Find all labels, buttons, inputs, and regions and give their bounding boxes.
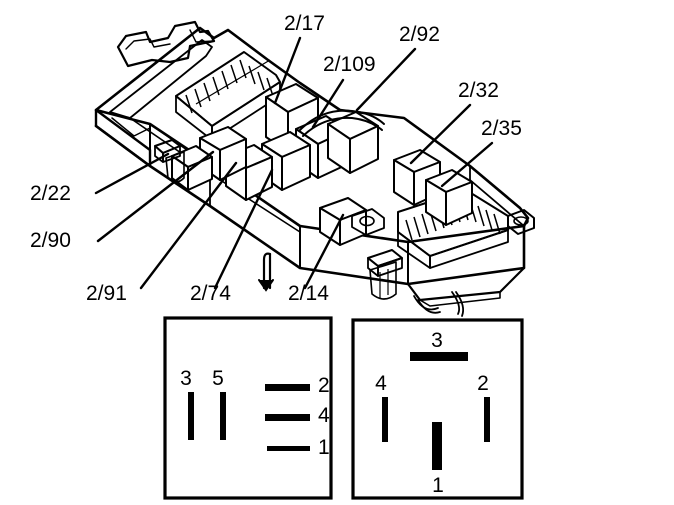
- callout-label-2-22: 2/22: [30, 182, 71, 205]
- screw-boss-centre: [351, 208, 385, 236]
- leader-line-2-22: [94, 152, 170, 195]
- housing-bottom-skirt: [406, 266, 526, 302]
- relay-pin-label: 5: [212, 367, 224, 390]
- leader-line-2-32: [409, 103, 472, 165]
- callout-label-2-74: 2/74: [190, 282, 231, 305]
- callout-label-2-90: 2/90: [30, 229, 71, 252]
- relay-pin-blade: [265, 384, 310, 391]
- mount-tab-bottom: [367, 249, 403, 300]
- relay-pin-blade: [410, 352, 468, 361]
- relay-pin-layout-4-pin: 3 4 2 1: [351, 318, 524, 500]
- relay-pin-blade: [484, 397, 490, 442]
- relay-pin-label: 1: [318, 436, 330, 459]
- leader-line-2-35: [440, 141, 494, 188]
- leader-line-2-91: [139, 161, 238, 290]
- relay-2-35: [425, 169, 473, 226]
- leader-line-2-92: [355, 47, 417, 112]
- relay-pin-blade: [432, 422, 442, 470]
- relay-pin-blade: [265, 414, 310, 421]
- leader-line-2-14: [303, 213, 345, 290]
- mount-tabs: [154, 139, 535, 300]
- callout-label-2-109: 2/109: [323, 53, 376, 76]
- callout-label-2-92: 2/92: [399, 23, 440, 46]
- relay-pin-blade: [220, 392, 226, 440]
- relay-pin-label: 1: [432, 474, 444, 497]
- relay-2-14: [319, 197, 367, 246]
- exit-wires: [413, 291, 465, 317]
- wire-harness-loop: [299, 109, 385, 137]
- leader-line-2-90: [96, 150, 215, 243]
- relay-pin-blade: [382, 397, 388, 442]
- relay-pin-blade: [267, 446, 310, 451]
- relay-pin-label: 3: [180, 367, 192, 390]
- callout-label-2-14: 2/14: [288, 282, 329, 305]
- callout-labels: 2/17 2/92 2/109 2/32 2/35 2/22 2/90 2/91 2/74 2/1…: [30, 12, 522, 305]
- relay-cubes: [171, 83, 473, 246]
- relay-pin-label: 4: [318, 404, 330, 427]
- relay-2-92: [327, 111, 379, 174]
- relay-pin-label: 2: [318, 374, 330, 397]
- leader-line-2-17: [273, 36, 302, 105]
- housing-left-side: [94, 108, 152, 168]
- callout-leaders: [94, 36, 494, 290]
- relay-pin-label: 3: [431, 329, 443, 352]
- callout-label-2-91: 2/91: [86, 282, 127, 305]
- relay-pin-label: 4: [375, 372, 387, 395]
- housing-inner-shelf: [109, 39, 213, 119]
- callout-label-2-17: 2/17: [284, 12, 325, 35]
- fuse-comb-left: [175, 51, 281, 141]
- housing-right-end: [469, 165, 529, 227]
- fuse-puller-arrow: [258, 252, 274, 292]
- mount-ear-right: [507, 209, 535, 235]
- callout-label-2-32: 2/32: [458, 79, 499, 102]
- callout-label-2-35: 2/35: [481, 117, 522, 140]
- mount-tab-left: [154, 139, 185, 183]
- leader-line-2-74: [213, 168, 274, 290]
- leader-line-2-109: [311, 78, 345, 129]
- relay-pin-blade: [188, 392, 194, 440]
- relay-pin-label: 2: [477, 372, 489, 395]
